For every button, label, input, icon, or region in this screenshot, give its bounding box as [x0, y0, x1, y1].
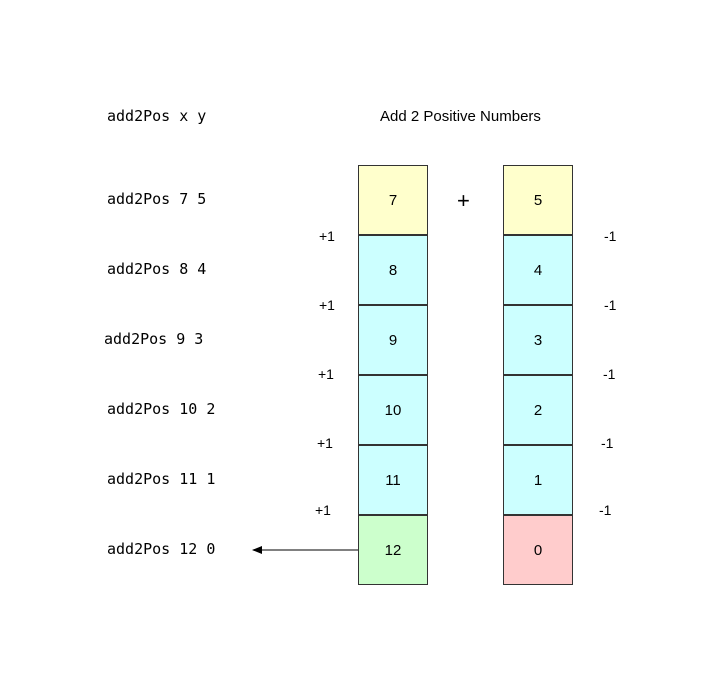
call-label-result: add2Pos 12 0 — [107, 540, 216, 558]
left-cell-result: 12 — [358, 515, 428, 585]
right-cell: 3 — [503, 305, 573, 375]
right-cell-zero: 0 — [503, 515, 573, 585]
left-cell: 11 — [358, 445, 428, 515]
right-cell: 2 — [503, 375, 573, 445]
increment-label: +1 — [319, 228, 335, 244]
call-label: add2Pos 7 5 — [107, 190, 207, 208]
decrement-label: -1 — [603, 366, 616, 382]
increment-label: +1 — [319, 297, 335, 313]
decrement-label: -1 — [601, 435, 614, 451]
function-signature: add2Pos x y — [107, 107, 207, 125]
call-label: add2Pos 8 4 — [107, 260, 207, 278]
decrement-label: -1 — [599, 502, 612, 518]
left-cell: 9 — [358, 305, 428, 375]
plus-operator: + — [457, 188, 470, 213]
decrement-label: -1 — [604, 297, 617, 313]
right-cell: 1 — [503, 445, 573, 515]
call-label: add2Pos 9 3 — [104, 330, 204, 348]
call-label: add2Pos 10 2 — [107, 400, 216, 418]
increment-label: +1 — [315, 502, 331, 518]
left-cell-start: 7 — [358, 165, 428, 235]
decrement-label: -1 — [604, 228, 617, 244]
right-cell: 4 — [503, 235, 573, 305]
call-label: add2Pos 11 1 — [107, 470, 216, 488]
increment-label: +1 — [318, 366, 334, 382]
diagram-title: Add 2 Positive Numbers — [380, 108, 541, 125]
left-cell: 8 — [358, 235, 428, 305]
right-cell-start: 5 — [503, 165, 573, 235]
arrow-head — [252, 546, 262, 554]
increment-label: +1 — [317, 435, 333, 451]
left-cell: 10 — [358, 375, 428, 445]
